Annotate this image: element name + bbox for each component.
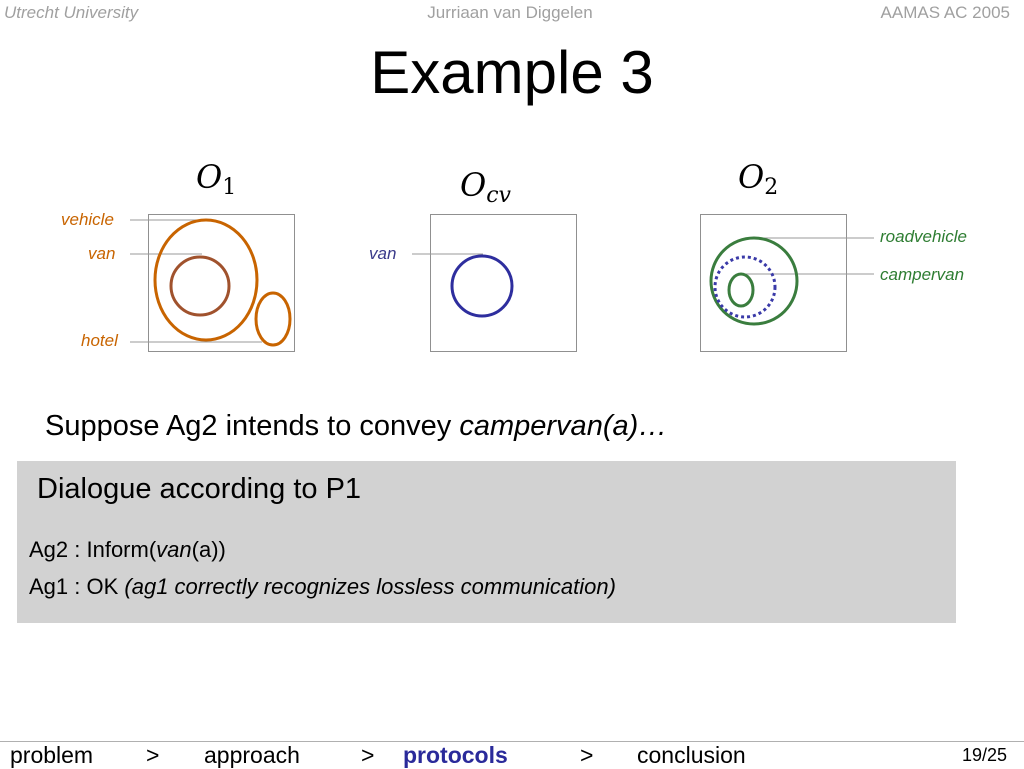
label-van-ocv: van [369, 244, 397, 263]
dialogue-line-1-emphasis: van [156, 537, 192, 562]
page-number: 19/25 [961, 745, 1007, 765]
nav-separator: > [580, 742, 594, 768]
slide-title: Example 3 [370, 39, 654, 106]
dialogue-line-1-suffix: (a)) [191, 537, 226, 562]
nav-conclusion[interactable]: conclusion [637, 742, 746, 768]
ontology-o1-subscript: 1 [222, 175, 237, 200]
ontology-o2-box [700, 214, 847, 352]
suppose-emphasis: campervan(a)… [459, 410, 668, 442]
label-hotel: hotel [81, 331, 118, 350]
vehicle-ellipse [153, 218, 259, 342]
suppose-statement: Suppose Ag2 intends to convey campervan(… [45, 410, 667, 443]
ontology-ocv-subscript: cv [486, 183, 511, 208]
header-conference: AAMAS AC 2005 [880, 3, 1010, 22]
nav-protocols[interactable]: protocols [403, 742, 508, 768]
nav-problem[interactable]: problem [10, 742, 94, 768]
ontology-ocv-box [430, 214, 577, 352]
label-vehicle: vehicle [61, 210, 114, 229]
ontology-o2-subscript: 2 [764, 175, 779, 200]
roadvehicle-circle [709, 236, 799, 326]
dialogue-line-1-speaker: Ag2 : Inform( [29, 537, 157, 562]
footer-divider [0, 741, 1024, 742]
suppose-text: Suppose Ag2 intends to convey [45, 410, 460, 442]
ocv-van-circle [450, 254, 514, 318]
ontology-o2-label: O2 [738, 158, 778, 200]
dialogue-title: Dialogue according to P1 [37, 473, 362, 505]
label-roadvehicle: roadvehicle [880, 227, 967, 246]
label-van-o1: van [88, 244, 116, 263]
nav-approach[interactable]: approach [204, 742, 300, 768]
ocv-van-dotted-circle [713, 255, 777, 319]
ontology-ocv-symbol: O [460, 166, 487, 204]
ontology-ocv-label: Ocv [460, 166, 511, 208]
dialogue-panel: Dialogue according to P1 Ag2 : Inform(va… [17, 461, 956, 623]
header-author: Jurriaan van Diggelen [427, 3, 593, 22]
hotel-ellipse [254, 291, 292, 347]
dialogue-line-2-speaker: Ag1 : OK [29, 574, 125, 599]
dialogue-line-2: Ag1 : OK (ag1 correctly recognizes lossl… [29, 574, 616, 600]
ontology-o1-symbol: O [196, 158, 223, 196]
dialogue-line-1: Ag2 : Inform(van(a)) [29, 537, 226, 563]
ontology-diagram [130, 218, 874, 347]
dialogue-line-2-comment: (ag1 correctly recognizes lossless commu… [124, 574, 616, 599]
label-campervan: campervan [880, 265, 965, 284]
van-circle [169, 255, 231, 317]
ontology-o2-symbol: O [738, 158, 765, 196]
nav-separator: > [146, 742, 160, 768]
campervan-ellipse [727, 272, 755, 308]
nav-separator: > [361, 742, 375, 768]
header-institution: Utrecht University [4, 3, 139, 22]
ontology-o1-label: O1 [196, 158, 236, 200]
